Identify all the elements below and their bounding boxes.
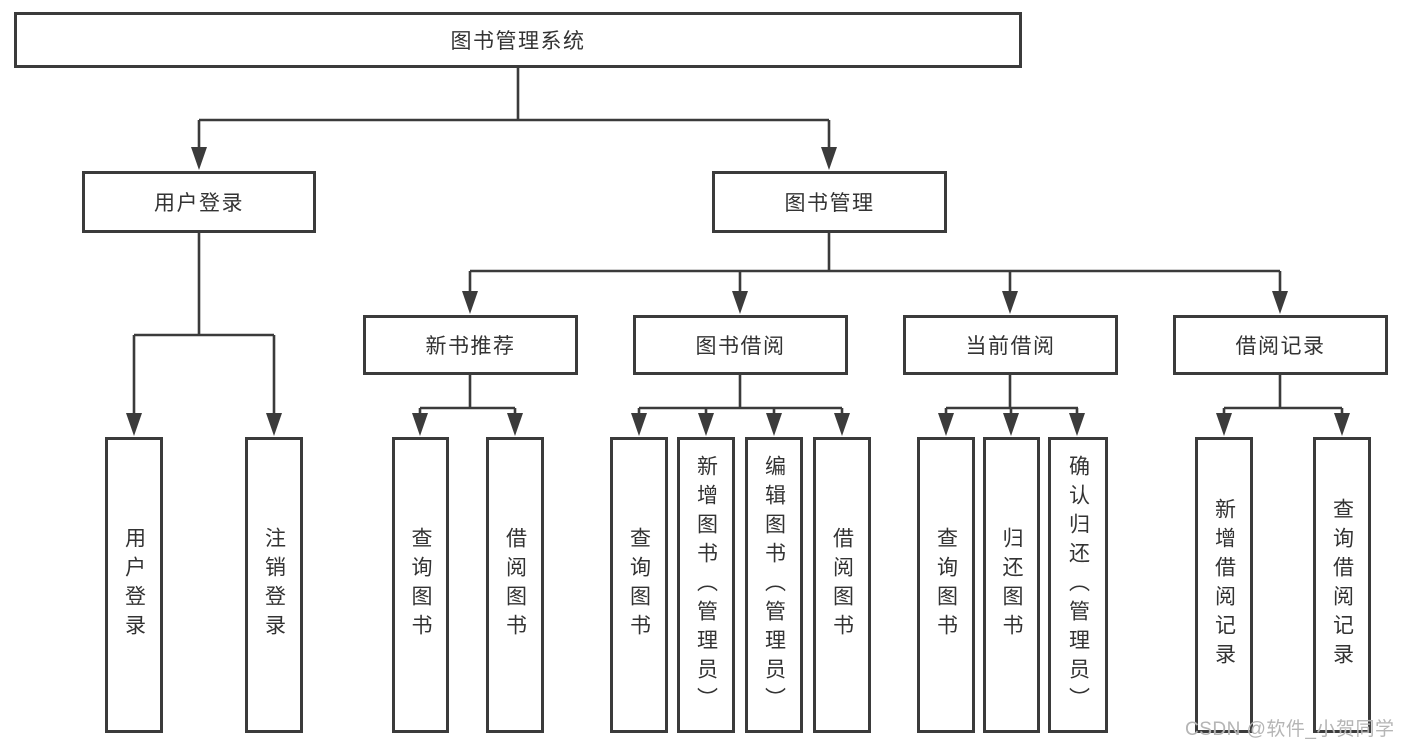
leaf-query-books-borrowing-label: 查询图书	[627, 527, 651, 643]
node-current-borrowing-label: 当前借阅	[965, 335, 1056, 358]
node-root-label: 图书管理系统	[450, 30, 586, 53]
node-root: 图书管理系统	[14, 12, 1022, 68]
leaf-borrow-books-borrowing: 借阅图书	[813, 437, 871, 733]
leaf-query-books-current-label: 查询图书	[934, 527, 958, 643]
node-new-book-recommend-label: 新书推荐	[425, 335, 516, 358]
node-book-borrowing: 图书借阅	[633, 315, 848, 375]
leaf-add-book-admin: 新增图书（管理员）	[677, 437, 735, 733]
node-new-book-recommend: 新书推荐	[363, 315, 578, 375]
node-book-borrowing-label: 图书借阅	[695, 335, 786, 358]
leaf-add-borrow-record-label: 新增借阅记录	[1212, 498, 1236, 672]
leaf-return-books-label: 归还图书	[1000, 527, 1023, 643]
leaf-user-login-label: 用户登录	[122, 527, 146, 643]
leaf-query-books-current: 查询图书	[917, 437, 975, 733]
leaf-edit-book-admin-label: 编辑图书（管理员）	[762, 454, 786, 716]
node-book-management-label: 图书管理	[784, 192, 875, 215]
leaf-confirm-return-admin-label: 确认归还（管理员）	[1066, 454, 1090, 716]
node-user-login: 用户登录	[82, 171, 316, 233]
leaf-return-books: 归还图书	[983, 437, 1040, 733]
node-user-login-label: 用户登录	[154, 192, 244, 215]
arrowheads	[126, 147, 1350, 436]
watermark: CSDN @软件_小贺同学	[1185, 719, 1395, 740]
node-current-borrowing: 当前借阅	[903, 315, 1118, 375]
leaf-query-borrow-record: 查询借阅记录	[1313, 437, 1371, 733]
leaf-user-login: 用户登录	[105, 437, 163, 733]
leaf-add-borrow-record: 新增借阅记录	[1195, 437, 1253, 733]
leaf-logout: 注销登录	[245, 437, 303, 733]
leaf-logout-label: 注销登录	[262, 527, 286, 643]
leaf-borrow-books-recommend: 借阅图书	[486, 437, 544, 733]
leaf-borrow-books-recommend-label: 借阅图书	[503, 527, 527, 643]
leaf-borrow-books-borrowing-label: 借阅图书	[830, 527, 854, 643]
leaf-query-books-recommend-label: 查询图书	[409, 527, 432, 643]
leaf-edit-book-admin: 编辑图书（管理员）	[745, 437, 803, 733]
node-borrowing-records-label: 借阅记录	[1235, 335, 1326, 358]
leaf-add-book-admin-label: 新增图书（管理员）	[694, 454, 718, 716]
leaf-query-borrow-record-label: 查询借阅记录	[1330, 498, 1354, 672]
leaf-query-books-recommend: 查询图书	[392, 437, 449, 733]
leaf-query-books-borrowing: 查询图书	[610, 437, 668, 733]
node-borrowing-records: 借阅记录	[1173, 315, 1388, 375]
leaf-confirm-return-admin: 确认归还（管理员）	[1048, 437, 1108, 733]
node-book-management: 图书管理	[712, 171, 947, 233]
